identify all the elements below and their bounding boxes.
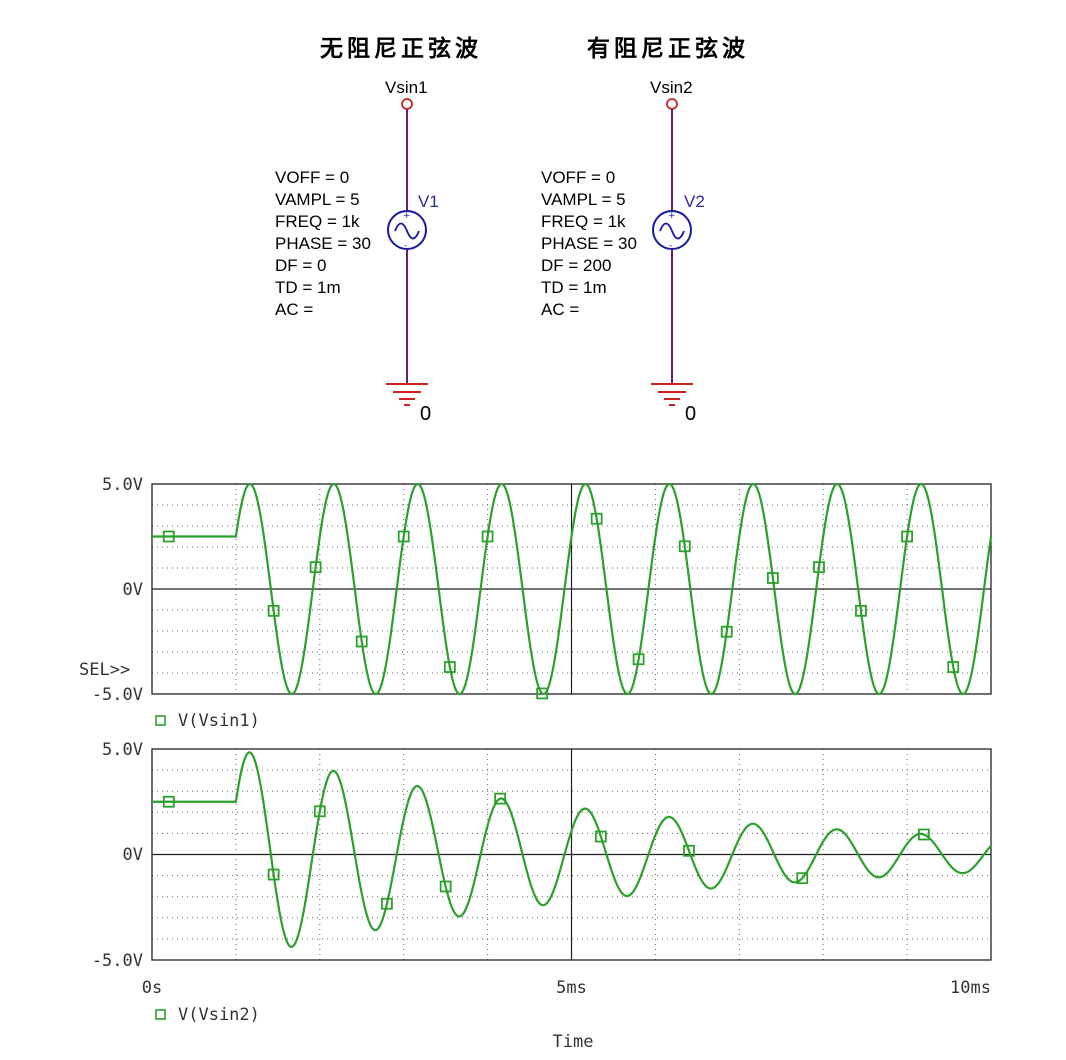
trace-marker bbox=[590, 512, 603, 525]
param-vampl: VAMPL = 5 bbox=[275, 190, 360, 209]
plus-sign: + bbox=[668, 211, 676, 221]
plot2-ytick-bottom: -5.0V bbox=[92, 951, 143, 971]
plot1-ytick-bottom: -5.0V bbox=[92, 685, 143, 705]
trace-marker bbox=[683, 844, 695, 857]
legend-label-vsin2[interactable]: V(Vsin2) bbox=[178, 1005, 260, 1025]
legend-marker-vsin1 bbox=[155, 715, 166, 726]
plot-vsin2[interactable]: 5.0V 0V -5.0V 0s 5ms 10ms V(Vsin2) Time bbox=[92, 740, 992, 1052]
trace-marker bbox=[536, 687, 549, 700]
legend-label-vsin1[interactable]: V(Vsin1) bbox=[178, 711, 260, 731]
plot1-ytick-top: 5.0V bbox=[102, 475, 143, 495]
trace-marker bbox=[947, 661, 960, 673]
trace-marker bbox=[381, 897, 393, 910]
ground-icon bbox=[386, 383, 428, 406]
trace-marker bbox=[594, 830, 607, 843]
title-undamped: 无阻尼正弦波 bbox=[320, 35, 482, 62]
source-v1[interactable]: Vsin1 + - V1 0 VOFF = 0 VAMPL = 5 FREQ =… bbox=[275, 78, 439, 425]
trace-marker bbox=[162, 530, 175, 543]
trace-marker bbox=[267, 604, 280, 617]
param-freq: FREQ = 1k bbox=[275, 212, 360, 231]
plus-sign: + bbox=[403, 211, 411, 221]
xtick-0: 0s bbox=[142, 978, 162, 998]
param-vampl: VAMPL = 5 bbox=[541, 190, 626, 209]
trace-marker bbox=[162, 795, 175, 808]
param-freq: FREQ = 1k bbox=[541, 212, 626, 231]
sine-wave-icon bbox=[394, 222, 420, 240]
x-axis-title: Time bbox=[553, 1032, 594, 1052]
part-label-v2: V2 bbox=[684, 192, 705, 211]
trace-marker bbox=[397, 530, 410, 543]
trace-marker bbox=[481, 530, 494, 543]
trace-marker bbox=[443, 661, 456, 673]
plot1-ytick-zero: 0V bbox=[123, 580, 143, 600]
ground-icon bbox=[651, 383, 693, 406]
trace-marker bbox=[309, 561, 322, 574]
trace-marker bbox=[439, 880, 452, 893]
trace-marker bbox=[494, 792, 507, 805]
xtick-5ms: 5ms bbox=[556, 978, 587, 998]
sel-marker: SEL>> bbox=[79, 660, 130, 680]
pin-vsin1 bbox=[401, 98, 413, 110]
trace-marker bbox=[267, 868, 280, 881]
trace-markers-vsin2 bbox=[162, 792, 930, 910]
trace-marker bbox=[855, 604, 867, 617]
plot-vsin1[interactable]: 5.0V 0V -5.0V SEL>> V(Vsin1) bbox=[79, 475, 993, 731]
trace-marker bbox=[796, 872, 809, 885]
pin-vsin2 bbox=[666, 98, 678, 110]
trace-marker bbox=[313, 805, 326, 818]
trace-marker bbox=[901, 530, 913, 543]
trace-marker bbox=[813, 561, 825, 574]
node-label-vsin2: Vsin2 bbox=[650, 78, 693, 97]
param-ac: AC = bbox=[541, 300, 579, 319]
ground-label-v2: 0 bbox=[685, 403, 696, 425]
param-ac: AC = bbox=[275, 300, 313, 319]
trace-vsin2 bbox=[152, 751, 992, 948]
part-label-v1: V1 bbox=[418, 192, 439, 211]
ground-label-v1: 0 bbox=[420, 403, 431, 425]
trace-marker bbox=[917, 828, 930, 841]
sine-wave-icon bbox=[659, 222, 685, 240]
node-label-vsin1: Vsin1 bbox=[385, 78, 428, 97]
minus-sign: - bbox=[669, 241, 672, 251]
plot2-ytick-zero: 0V bbox=[123, 845, 143, 865]
legend-marker-vsin2 bbox=[155, 1009, 166, 1020]
trace-vsin1 bbox=[152, 482, 993, 696]
schematic: 无阻尼正弦波 有阻尼正弦波 Vsin1 + - V1 0 VOFF = 0 VA… bbox=[275, 35, 749, 425]
param-td: TD = 1m bbox=[541, 278, 607, 297]
param-phase: PHASE = 30 bbox=[541, 234, 637, 253]
trace-markers-vsin1 bbox=[162, 512, 960, 700]
trace-marker bbox=[632, 653, 645, 666]
trace-marker bbox=[720, 625, 733, 638]
minus-sign: - bbox=[404, 241, 407, 251]
param-voff: VOFF = 0 bbox=[275, 168, 349, 187]
title-damped: 有阻尼正弦波 bbox=[587, 35, 749, 62]
xtick-10ms: 10ms bbox=[950, 978, 991, 998]
trace-marker bbox=[766, 572, 779, 584]
trace-marker bbox=[355, 635, 368, 648]
param-phase: PHASE = 30 bbox=[275, 234, 371, 253]
plot2-ytick-top: 5.0V bbox=[102, 740, 143, 760]
param-df: DF = 0 bbox=[275, 256, 327, 275]
trace-marker bbox=[678, 540, 691, 553]
param-td: TD = 1m bbox=[275, 278, 341, 297]
source-v2[interactable]: Vsin2 + - V2 0 VOFF = 0 VAMPL = 5 FREQ =… bbox=[541, 78, 705, 425]
param-df: DF = 200 bbox=[541, 256, 611, 275]
param-voff: VOFF = 0 bbox=[541, 168, 615, 187]
